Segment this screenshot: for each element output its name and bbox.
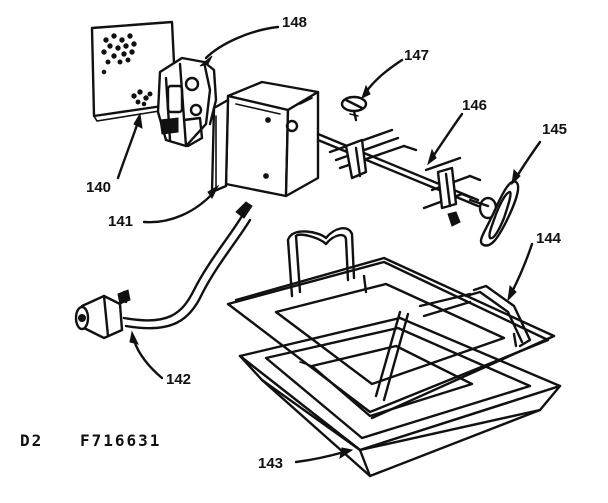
label-142: 142 [166,371,191,388]
drawing-number: F716631 [80,431,161,450]
label-141: 141 [108,213,133,230]
label-143: 143 [258,455,283,472]
label-147: 147 [404,47,429,64]
callout-148: 148 [199,14,307,67]
callout-145: 145 [511,121,567,186]
callout-142: 142 [129,330,191,388]
spit-fork [316,128,482,227]
motor-housing [210,80,320,198]
label-146: 146 [462,97,487,114]
view-code: D2 [20,431,43,450]
rack [226,227,556,420]
callout-143: 143 [258,447,354,472]
callout-146: 146 [427,97,487,166]
screw [340,95,368,122]
label-145: 145 [542,121,567,138]
power-cord [74,201,253,340]
spit-handle [468,180,520,247]
callout-140: 140 [86,112,143,196]
switch-clip [156,56,218,148]
label-144: 144 [536,230,562,247]
drip-pan [238,316,562,478]
callout-144: 144 [507,230,562,302]
label-148: 148 [282,14,307,31]
callout-147: 147 [361,47,429,99]
callout-141: 141 [108,184,220,230]
label-140: 140 [86,179,111,196]
